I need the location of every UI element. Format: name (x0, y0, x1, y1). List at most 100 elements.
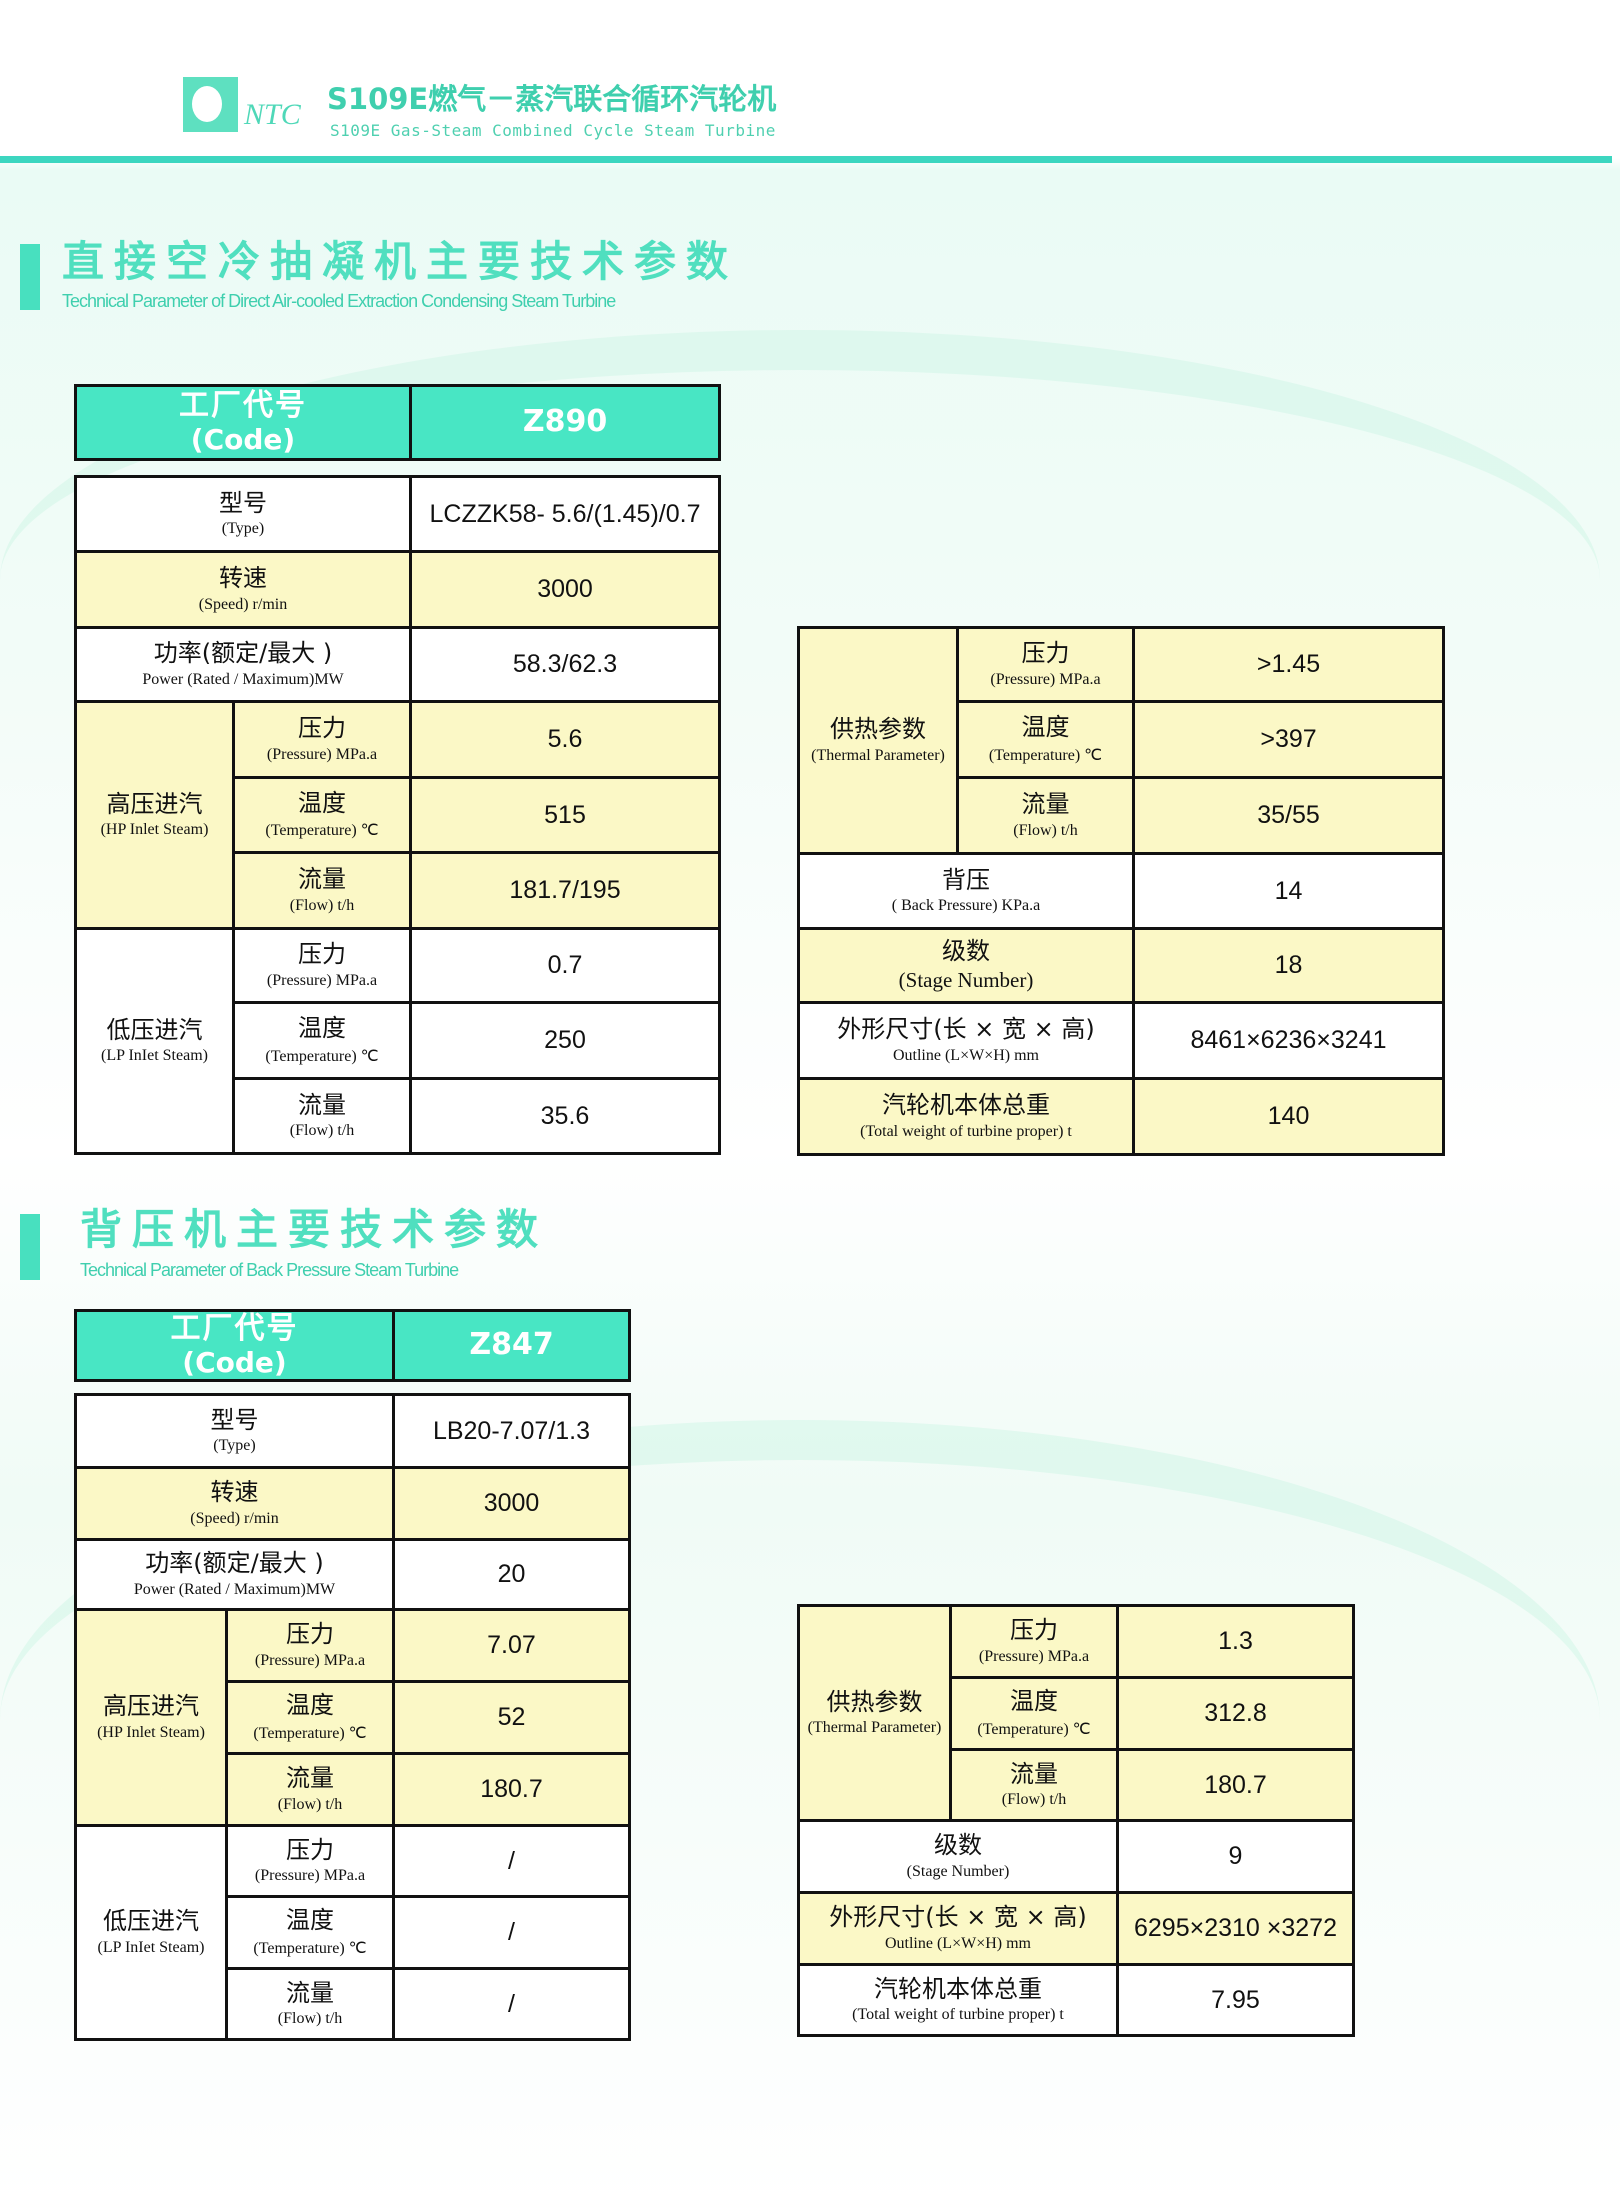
parameter-label-cell: 高压进汽 (HP Inlet Steam) (74, 1608, 228, 1827)
label-cn: 高压进汽 (103, 1692, 199, 1721)
label-en: (Speed) r/min (190, 1509, 279, 1527)
parameter-label-cell: 型号 (Type) (74, 1393, 395, 1469)
parameter-label-cell: 压力(Pressure) MPa.a (232, 700, 412, 779)
label-cn: 型号 (219, 488, 267, 517)
speed-value: 3000 (392, 1466, 631, 1541)
parameter-label-cell: 温度 (Temperature) ℃ (225, 1680, 395, 1755)
parameter-label-cell: 流量(Flow) t/h (225, 1752, 395, 1827)
table-row: 汽轮机本体总重(Total weight of turbine proper) … (797, 1963, 1355, 2037)
label-en: (HP Inlet Steam) (100, 821, 209, 839)
label-cn: 汽轮机本体总重 (882, 1091, 1050, 1120)
logo-text: NTC (244, 98, 301, 131)
label-en: (Pressure) MPa.a (266, 745, 378, 763)
label-en: (Temperature) ℃ (253, 1939, 367, 1957)
type-value: LCZZK58- 5.6/(1.45)/0.7 (409, 475, 721, 553)
table-row: 供热参数(Thermal Parameter)压力(Pressure) MPa.… (797, 626, 1445, 855)
label-cn: 外形尺寸(长 × 宽 × 高) (829, 1903, 1087, 1932)
label-cn: 低压进汽 (103, 1907, 199, 1936)
parameter-label-cell: 压力(Pressure) MPa.a (225, 1608, 395, 1683)
parameter-label-cell: 流量(Flow) t/h (956, 776, 1135, 855)
section2-code-table: 工厂代号(Code) Z847 (74, 1309, 631, 1382)
parameter-label-cell: 低压进汽(LP InIet Steam) (74, 927, 235, 1155)
table-row: 级数(Stage Number)18 (797, 927, 1445, 1004)
label-en: (Type) (221, 520, 265, 538)
label-cn: 功率(额定/最大 ) (145, 1549, 324, 1578)
label-cn: 温度 (298, 788, 346, 817)
label-cn: 压力 (286, 1835, 334, 1864)
parameter-label-cell: 流量(Flow) t/h (949, 1748, 1119, 1822)
label-cn: 型号 (210, 1405, 259, 1434)
code-value: Z890 (409, 384, 721, 461)
label-cn: 温度 (286, 1691, 334, 1720)
parameter-label-cell: 工厂代号(Code) (74, 1309, 395, 1382)
label-en: (Speed) r/min (198, 595, 288, 613)
section-marker (20, 1214, 40, 1280)
label-en: (Temperature) ℃ (977, 1720, 1091, 1738)
lp-flow-value: 35.6 (409, 1077, 721, 1155)
parameter-label-cell: 温度 (Temperature) ℃ (949, 1676, 1119, 1751)
label-en: (Temperature) ℃ (265, 1047, 379, 1065)
parameter-label-cell: 压力 (Pressure) MPa.a (956, 626, 1135, 703)
label-en: (Temperature) ℃ (265, 822, 379, 840)
code-label-cn: 工厂代号 (170, 1311, 299, 1347)
hp-flow-value: 180.7 (392, 1752, 631, 1827)
lp-pressure-value: 0.7 (409, 927, 721, 1004)
label-cn: 压力 (1021, 639, 1070, 668)
parameter-label-cell: 背压( Back Pressure) KPa.a (797, 852, 1135, 930)
section2-thermal-table: 供热参数(Thermal Parameter)压力(Pressure) MPa.… (797, 1604, 1355, 2037)
hp-temperature-value: 52 (392, 1680, 631, 1755)
weight-value: 7.95 (1116, 1963, 1355, 2037)
outline-value: 8461×6236×3241 (1132, 1001, 1445, 1080)
label-en: (Flow) t/h (277, 2010, 343, 2028)
label-cn: 低压进汽 (106, 1015, 203, 1044)
table-row: 供热参数(Thermal Parameter)压力(Pressure) MPa.… (797, 1604, 1355, 1822)
label-cn: 温度 (1010, 1687, 1058, 1716)
label-en: (Flow) t/h (289, 1122, 355, 1140)
label-cn: 温度 (286, 1906, 334, 1935)
thermal-temperature-value: 312.8 (1116, 1676, 1355, 1751)
lp-temperature-value: 250 (409, 1001, 721, 1080)
label-cn: 流量 (286, 1764, 334, 1793)
code-value: Z847 (392, 1309, 631, 1382)
label-en: (Pressure) MPa.a (990, 670, 1101, 688)
parameter-label-cell: 转速(Speed) r/min (74, 1466, 395, 1541)
label-cn: 高压进汽 (106, 789, 203, 818)
label-cn: 压力 (286, 1620, 334, 1649)
table-row: 温度 (Temperature) ℃ 312.8 (798, 1676, 1355, 1751)
table-row: 型号(Type)LB20-7.07/1.3 (74, 1393, 631, 1469)
section1-main-table: 型号(Type)LCZZK58- 5.6/(1.45)/0.7 转速(Speed… (74, 475, 721, 1155)
label-en: (Pressure) MPa.a (254, 1867, 366, 1885)
parameter-label-cell: 温度 (Temperature) ℃ (225, 1895, 395, 1970)
label-en: Outline (L×W×H) mm (892, 1046, 1039, 1064)
table-row: 级数(Stage Number)9 (797, 1819, 1355, 1894)
label-en: (Type) (213, 1437, 256, 1455)
label-cn: 流量 (298, 1090, 346, 1119)
parameter-label-cell: 低压进汽(LP InIet Steam) (74, 1824, 228, 2041)
header-title-en: S109E Gas-Steam Combined Cycle Steam Tur… (330, 121, 776, 140)
label-en: (HP Inlet Steam) (97, 1723, 205, 1741)
parameter-label-cell: 压力(Pressure) MPa.a (949, 1604, 1119, 1679)
label-en: (Temperature) ℃ (253, 1724, 367, 1742)
section1-title-cn: 直接空冷抽凝机主要技术参数 (62, 237, 739, 286)
hp-flow-value: 181.7/195 (409, 851, 721, 930)
parameter-label-cell: 温度(Temperature) ℃ (956, 700, 1135, 779)
parameter-label-cell: 流量(Flow) t/h (225, 1967, 395, 2041)
table-row: 工厂代号(Code) Z890 (74, 384, 721, 461)
label-cn: 汽轮机本体总重 (874, 1974, 1042, 2003)
label-cn: 功率(额定/最大 ) (153, 639, 333, 668)
weight-value: 140 (1132, 1077, 1445, 1156)
parameter-label-cell: 汽轮机本体总重(Total weight of turbine proper) … (797, 1963, 1119, 2037)
label-en: (Pressure) MPa.a (978, 1647, 1090, 1665)
table-row: 型号 (Type) LCZZK58- 5.6/(1.45)/0.7 (74, 475, 721, 553)
label-cn: 外形尺寸(长 × 宽 × 高) (837, 1015, 1095, 1044)
parameter-label-cell: 外形尺寸(长 × 宽 × 高) Outline (L×W×H) mm (797, 1001, 1135, 1080)
code-label-cn: 工厂代号 (179, 388, 307, 424)
label-en: ( Back Pressure) KPa.a (891, 897, 1041, 915)
label-cn: 级数 (942, 936, 990, 965)
label-cn: 供热参数 (830, 715, 926, 744)
label-cn: 流量 (1010, 1759, 1058, 1788)
